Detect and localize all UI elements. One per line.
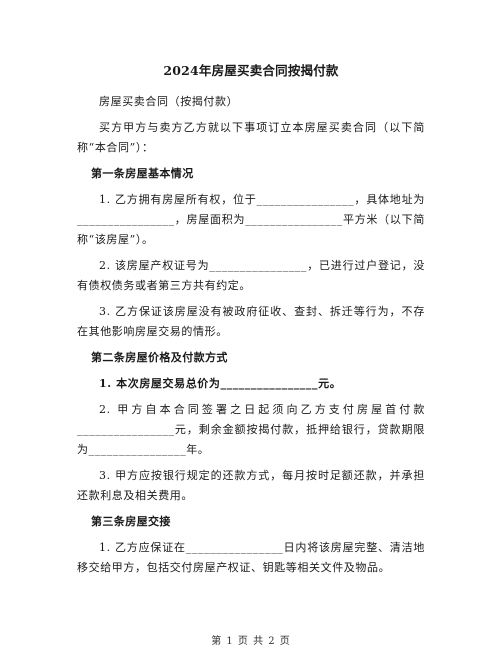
page-number-footer: 第 1 页 共 2 页 — [211, 636, 291, 647]
clause-2-3: 3. 甲方应按银行规定的还款方式，每月按时足额还款，并承担还款利息及相关费用。 — [77, 469, 425, 502]
paragraph-intro-title: 房屋买卖合同（按揭付款） — [99, 95, 239, 108]
clause-1-1: 1. 乙方拥有房屋所有权，位于________________，具体地址为___… — [77, 193, 425, 246]
clause-2-2: 2. 甲方自本合同签署之日起须向乙方支付房屋首付款_______________… — [77, 403, 425, 456]
clause-1-3: 3. 乙方保证该房屋没有被政府征收、查封、拆迁等行为，不存在其他影响房屋交易的情… — [77, 305, 425, 338]
clause-1-2: 2. 该房屋产权证号为________________，已进行过户登记，没有债权… — [77, 259, 425, 292]
section-heading-2: 第二条房屋价格及付款方式 — [91, 351, 228, 364]
section-heading-1: 第一条房屋基本情况 — [91, 167, 194, 180]
document-title: 2024年房屋买卖合同按揭付款 — [163, 63, 339, 78]
clause-2-1: 1. 本次房屋交易总价为________________元。 — [99, 377, 342, 390]
clause-3-1: 1. 乙方应保证在________________日内将该房屋完整、清洁地移交给… — [77, 541, 425, 574]
paragraph-preamble: 买方甲方与卖方乙方就以下事项订立本房屋买卖合同（以下简称“本合同”）： — [77, 121, 425, 154]
section-heading-3: 第三条房屋交接 — [91, 515, 171, 528]
document-body: 房屋买卖合同（按揭付款） 买方甲方与卖方乙方就以下事项订立本房屋买卖合同（以下简… — [77, 92, 425, 584]
